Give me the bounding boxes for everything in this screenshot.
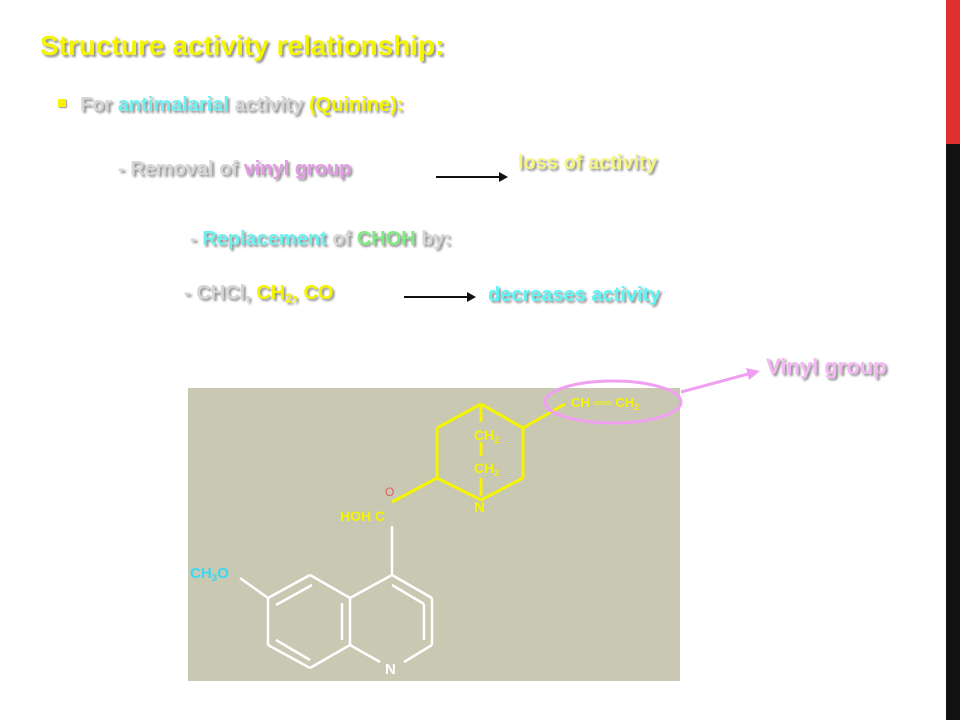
replacement-chohi: CHOH: [356, 228, 416, 250]
bullet-highlight: antimalarial: [117, 94, 229, 116]
right-edge-accent: [946, 0, 960, 144]
ring-n-label: N: [385, 661, 396, 678]
bullet-suffix: (Quinine):: [309, 94, 404, 116]
ch2-mid-label: CH2: [474, 460, 499, 478]
substituent-line: - CHCl, CH2, CO: [184, 282, 333, 305]
bridge-n-label: N: [474, 499, 485, 516]
arrow-right-icon: [404, 292, 476, 302]
ch2-top-label: CH2: [474, 427, 499, 445]
arrow-right-icon: [436, 172, 508, 182]
hohc-label: HOH C: [340, 508, 385, 524]
substituent-result: decreases activity: [488, 284, 661, 306]
substituent-co: CO: [303, 282, 334, 304]
removal-prefix: - Removal of: [118, 158, 244, 180]
quinuclidine-bonds: [391, 402, 566, 504]
replacement-suffix: by:: [415, 228, 452, 250]
right-edge-bar: [946, 0, 960, 720]
vinyl-arrow: [680, 372, 749, 394]
replacement-line: - Replacement of CHOH by:: [190, 228, 451, 251]
replacement-middle: of: [326, 228, 357, 250]
quinine-structure-panel: [188, 388, 680, 681]
substituent-ch2: CH2: [256, 282, 293, 306]
o-label: O: [385, 485, 394, 499]
slide-title: Structure activity relationship:: [40, 30, 445, 61]
bullet-middle: activity: [228, 94, 309, 116]
vinyl-group-label: Vinyl group: [766, 354, 887, 379]
vinyl-highlight-ellipse: [543, 379, 683, 425]
bullet-square-icon: [58, 98, 66, 107]
vinyl-arrowhead-icon: [746, 368, 760, 380]
bullet-quinine: For antimalarial activity (Quinine):: [58, 94, 403, 117]
replacement-word: Replacement: [202, 228, 327, 250]
substituent-sep: ,: [292, 282, 304, 304]
substituent-prefix: - CHCl,: [184, 282, 257, 304]
quinoline-bonds: [239, 526, 434, 670]
bullet-prefix: For: [80, 94, 118, 116]
removal-result: loss of activity: [518, 152, 657, 174]
removal-highlight: vinyl group: [243, 158, 352, 180]
methoxy-label: CH3O: [190, 565, 229, 584]
removal-line: - Removal of vinyl group: [118, 158, 351, 181]
vinyl-formula: CH ══ CH2: [571, 395, 639, 412]
replacement-prefix: -: [190, 228, 203, 250]
